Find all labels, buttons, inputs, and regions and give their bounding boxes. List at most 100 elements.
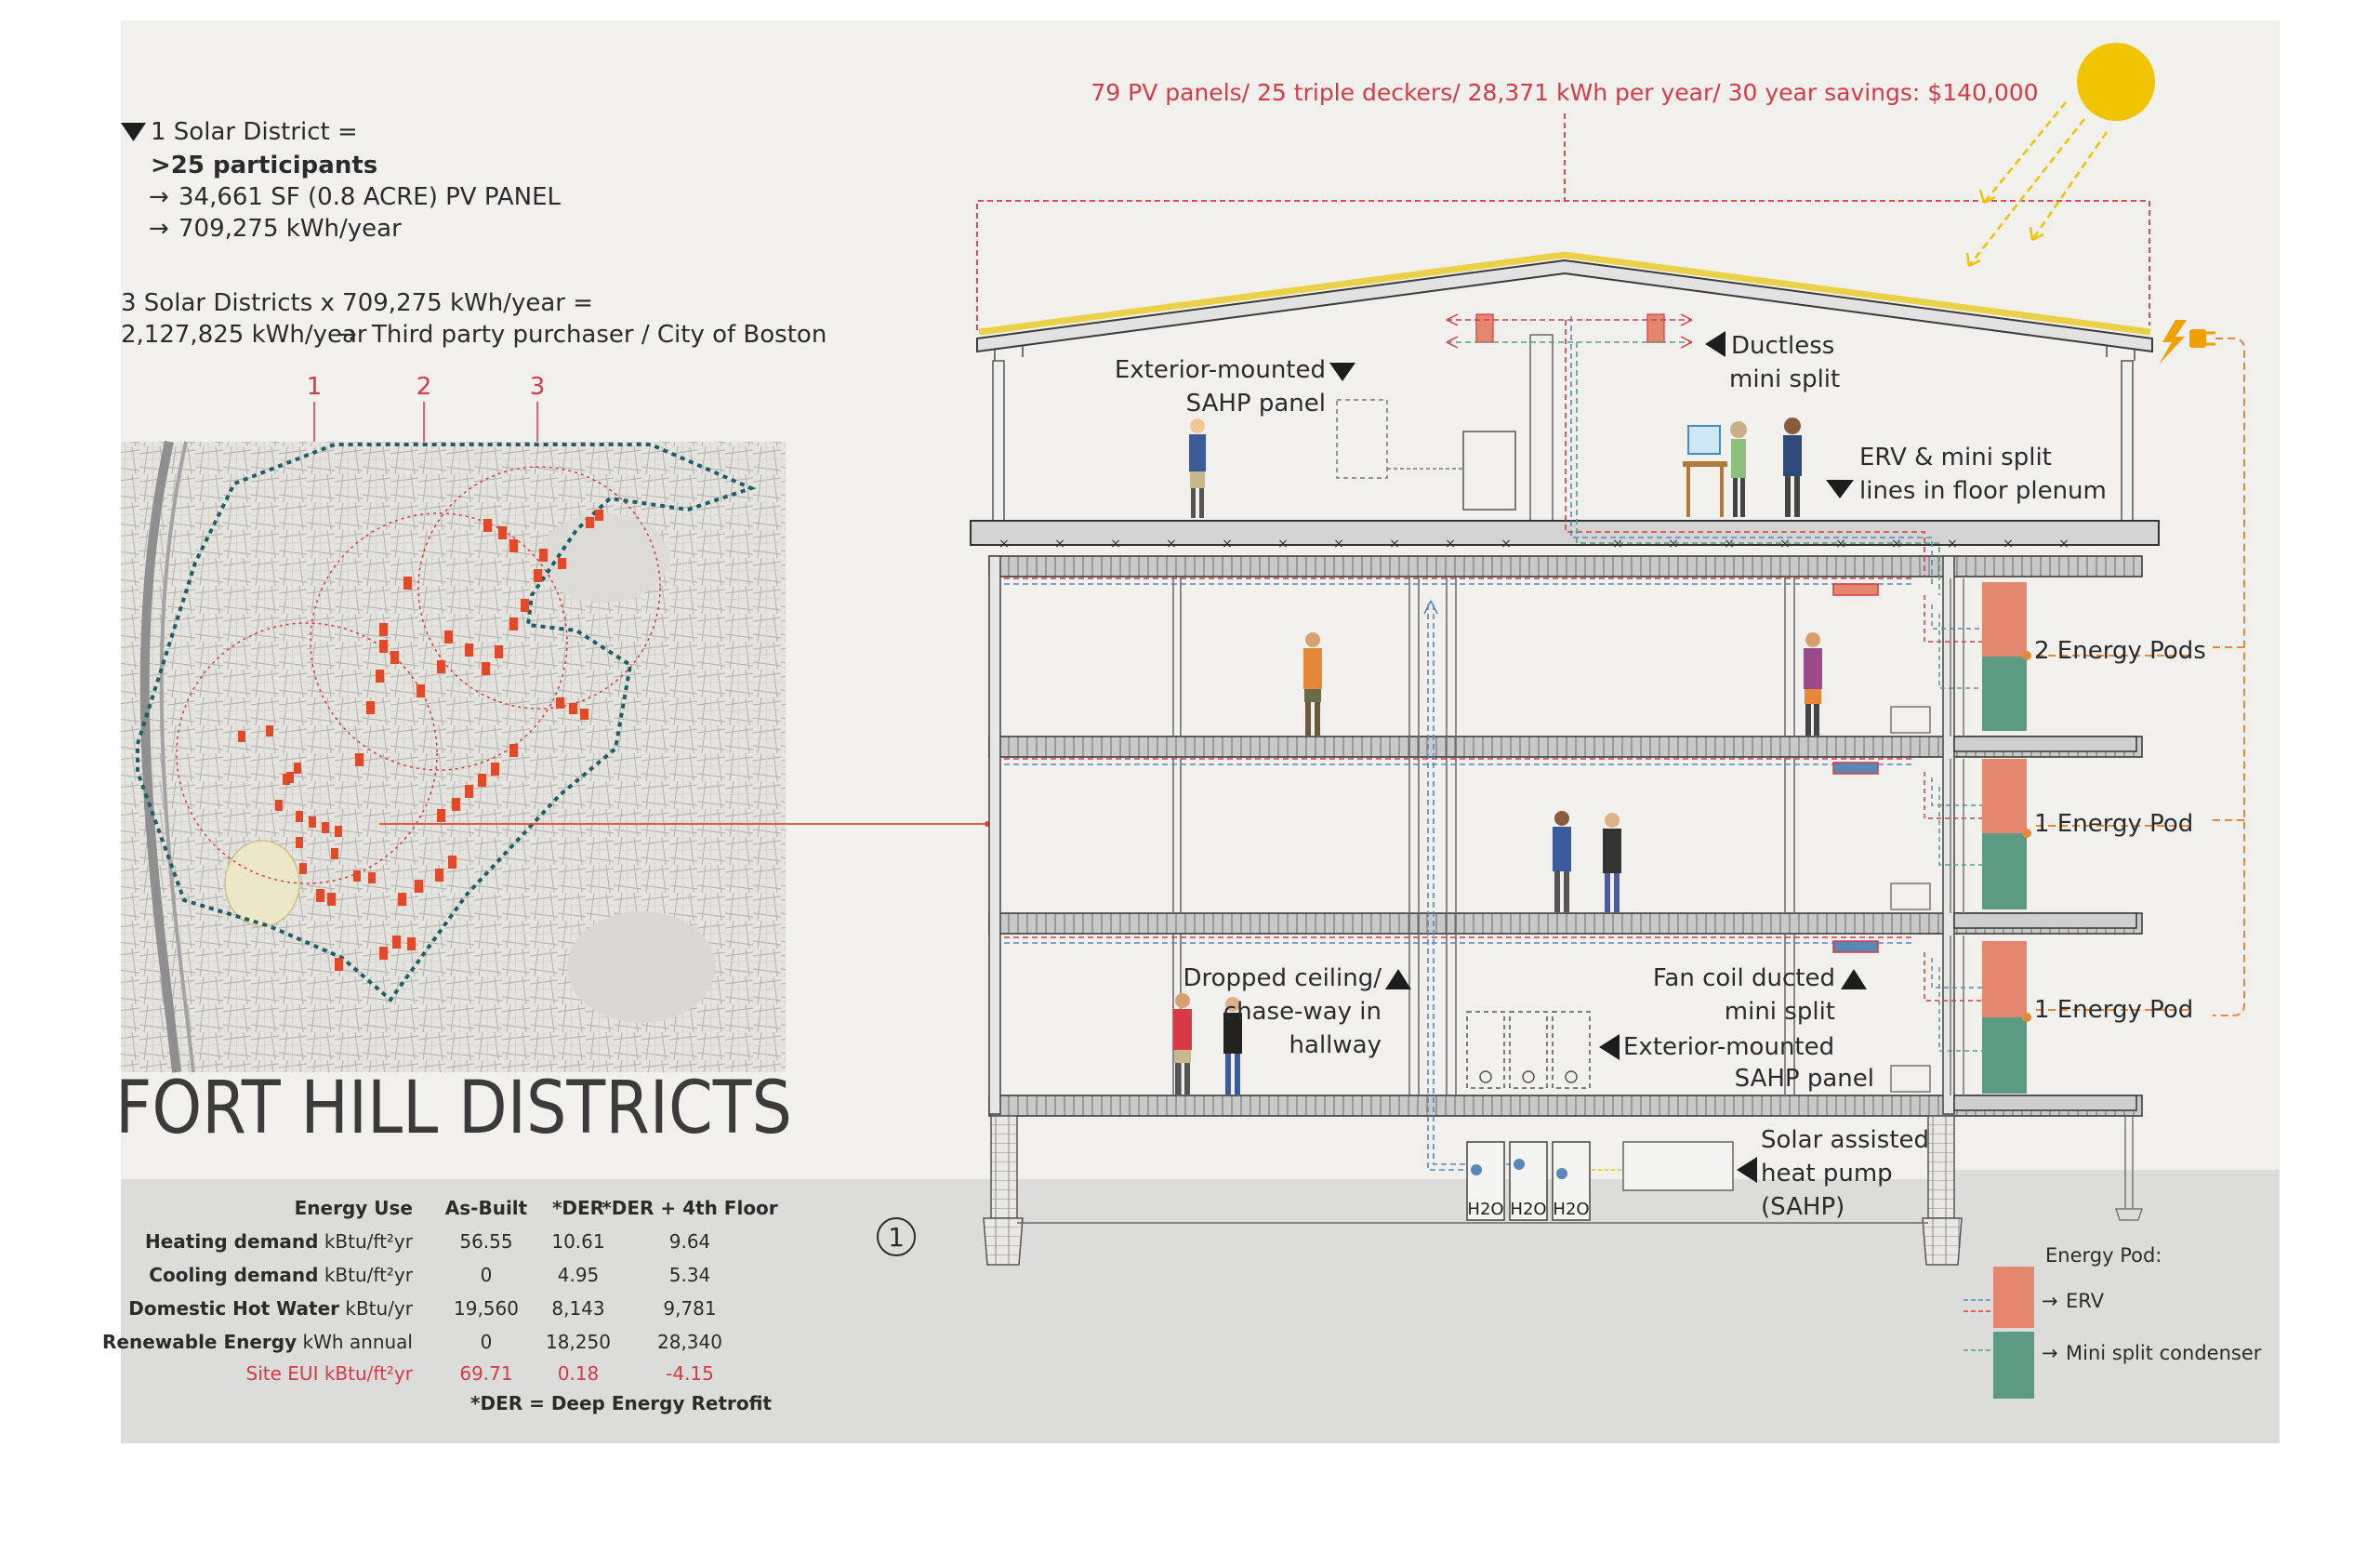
svg-text:×: ×	[1166, 537, 1177, 551]
mini-split-unit	[1475, 313, 1494, 343]
svg-text:×: ×	[1333, 537, 1344, 551]
table-footnote: *DER = Deep Energy Retrofit	[470, 1392, 772, 1414]
tank-label: H2O	[1510, 1200, 1546, 1219]
attic-lines	[1447, 316, 1940, 595]
water-tank	[1552, 1141, 1591, 1221]
label-pods-1a: 1 Energy Pod	[2034, 810, 2193, 838]
row-label: Cooling demand kBtu/ft²yr	[149, 1264, 413, 1286]
row-label: Heating demand kBtu/ft²yr	[145, 1230, 414, 1253]
row-value: 19,560	[454, 1297, 519, 1320]
table-row: Heating demand kBtu/ft²yr 56.55 10.61 9.…	[145, 1230, 710, 1253]
label-fancoil-2: mini split	[1725, 998, 1835, 1026]
mini-split-pod	[1982, 1017, 2027, 1094]
arrow-icon: →	[337, 321, 357, 349]
svg-text:×: ×	[1947, 537, 1958, 551]
row-value: 8,143	[551, 1297, 604, 1320]
sunray-line	[1968, 118, 2085, 267]
label-ductless-2: mini split	[1729, 365, 1840, 393]
table-row: Renewable Energy kWh annual 0 18,250 28,…	[102, 1331, 722, 1353]
top-note: 79 PV panels/ 25 triple deckers/ 28,371 …	[1091, 79, 2038, 106]
map-railway	[139, 440, 181, 1073]
attic-sahp-panel	[1336, 399, 1388, 479]
svg-text:×: ×	[1668, 537, 1679, 551]
district-summary: 1 Solar District = >25 participants → 34…	[121, 118, 826, 349]
legend-mini-split-swatch	[1993, 1332, 2034, 1399]
row-value: 4.95	[558, 1264, 600, 1286]
attic-floor	[970, 520, 2160, 546]
legend-erv-swatch	[1993, 1267, 2034, 1328]
interior-columns	[1172, 577, 1795, 1095]
fan-coil-unit	[1832, 762, 1879, 775]
label-sahp-ground-2: SAHP panel	[1735, 1065, 1874, 1093]
table-row-highlight: Site EUI kBtu/ft²yr 69.71 0.18 -4.15	[246, 1362, 714, 1385]
pv-bracket	[976, 113, 2150, 330]
label-sahp-roof-1: Exterior-mounted	[1115, 356, 1326, 384]
sunray-arrowhead	[1978, 189, 1996, 205]
svg-text:×: ×	[1445, 537, 1456, 551]
power-cable-tap	[2036, 655, 2192, 1011]
district-boundary	[136, 443, 757, 1002]
row-value: 69.71	[459, 1362, 512, 1385]
label-erv-lines-1: ERV & mini split	[1859, 444, 2052, 471]
tank-label: H2O	[1553, 1200, 1589, 1219]
ceiling-ducts	[1004, 577, 1915, 944]
svg-text:×: ×	[1501, 537, 1512, 551]
sahp-unit	[1622, 1141, 1734, 1191]
sunray-line	[2030, 131, 2109, 241]
building-section: ×××× ×××× ×××× ×××× ×××	[970, 251, 2160, 1266]
attic-floor-marks: ×××× ×××× ×××× ×××× ×××	[998, 537, 2069, 551]
person-figure	[1189, 418, 1206, 518]
legend: Energy Pod: → ERV → Mini split condenser	[1964, 1244, 2262, 1399]
svg-text:×: ×	[1779, 537, 1791, 551]
row-value: 0.18	[558, 1362, 600, 1385]
roof-ribs	[994, 346, 2135, 361]
power-cable	[2213, 338, 2245, 1016]
svg-text:×: ×	[1054, 537, 1065, 551]
row-label: Renewable Energy kWh annual	[102, 1331, 413, 1353]
attic-wall-left	[992, 360, 1005, 522]
label-pods-1b: 1 Energy Pod	[2034, 996, 2193, 1024]
sunray-line	[1983, 101, 2067, 204]
svg-text:×: ×	[2003, 537, 2014, 551]
summary-line-5: 3 Solar Districts x 709,275 kWh/year =	[121, 289, 593, 317]
water-tanks: H2O H2O H2O	[1466, 1141, 1591, 1221]
district-marker-3: 3	[530, 373, 546, 401]
summary-line-4: 709,275 kWh/year	[178, 215, 402, 243]
water-tank	[1509, 1141, 1548, 1221]
map-title: FORT HILL DISTRICTS	[115, 1067, 792, 1150]
legend-mini: Mini split condenser	[2066, 1342, 2262, 1364]
section-number-badge	[877, 1217, 916, 1256]
energy-pods	[1890, 578, 2031, 1095]
section-number: 1	[888, 1222, 905, 1253]
svg-text:×: ×	[1891, 537, 1902, 551]
label-dropped-1: Dropped ceiling/	[1183, 964, 1382, 992]
svg-text:×: ×	[1612, 537, 1623, 551]
arrow-icon: →	[2042, 1342, 2058, 1364]
exterior-wall-right	[1942, 555, 1955, 1115]
triangle-down-icon	[1329, 363, 1355, 381]
triangle-left-icon	[1737, 1157, 1757, 1183]
label-erv-lines-2: lines in floor plenum	[1859, 477, 2107, 505]
triangle-down-icon	[121, 123, 146, 141]
fan-coil-unit	[1832, 583, 1879, 596]
sun-group	[1965, 43, 2155, 268]
label-fancoil-1: Fan coil ducted	[1653, 964, 1835, 992]
erv-pod	[1982, 759, 2027, 833]
label-ductless-1: Ductless	[1731, 332, 1834, 360]
label-sahp-ground-1: Exterior-mounted	[1623, 1033, 1834, 1061]
water-tank	[1466, 1141, 1505, 1221]
row-value: 18,250	[546, 1331, 611, 1353]
arrow-icon: →	[2042, 1290, 2058, 1312]
legend-title: Energy Pod:	[2045, 1244, 2162, 1267]
summary-line-3: 34,661 SF (0.8 ACRE) PV PANEL	[178, 183, 562, 211]
district-marker-1: 1	[307, 373, 323, 401]
triangle-down-icon	[1826, 480, 1854, 498]
triangle-up-icon	[1841, 969, 1867, 989]
person-figure	[1173, 993, 1242, 1095]
label-dropped-3: hallway	[1289, 1031, 1382, 1059]
row-value: 5.34	[669, 1264, 711, 1286]
svg-text:×: ×	[1835, 537, 1846, 551]
fan-coil-unit	[1832, 940, 1879, 953]
district-circle-2	[310, 512, 568, 771]
table-header: *DER	[552, 1197, 604, 1219]
